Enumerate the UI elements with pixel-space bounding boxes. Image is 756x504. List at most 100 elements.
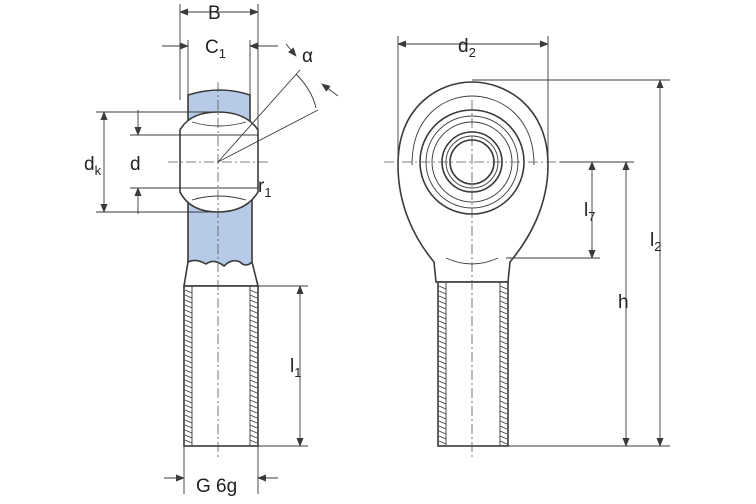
thread-tick <box>184 379 193 384</box>
thread-tick <box>249 409 258 414</box>
thread-tick <box>438 305 447 310</box>
thread-tick <box>438 300 447 305</box>
thread-tick <box>438 395 447 400</box>
thread-tick <box>499 345 508 350</box>
thread-tick <box>499 315 508 320</box>
thread-tick <box>499 300 508 305</box>
thread-tick <box>249 324 258 329</box>
thread-tick <box>184 354 193 359</box>
label-l7: l7 <box>584 200 595 224</box>
thread-tick <box>249 369 258 374</box>
thread-tick <box>249 364 258 369</box>
thread-tick <box>184 299 193 304</box>
thread-tick <box>249 304 258 309</box>
thread-tick <box>184 334 193 339</box>
housing-front-outline <box>397 81 549 283</box>
label-dk: dk <box>84 154 102 178</box>
thread-tick <box>499 330 508 335</box>
thread-tick <box>184 329 193 334</box>
thread-tick <box>438 315 447 320</box>
thread-tick <box>438 295 447 300</box>
thread-tick <box>438 360 447 365</box>
thread-tick <box>499 395 508 400</box>
thread-tick <box>438 365 447 370</box>
label-h: h <box>618 292 629 313</box>
thread-tick <box>249 309 258 314</box>
threaded-shank-front <box>437 281 509 447</box>
thread-tick <box>249 359 258 364</box>
thread-tick <box>438 355 447 360</box>
thread-tick <box>438 345 447 350</box>
thread-tick <box>499 355 508 360</box>
thread-tick <box>499 370 508 375</box>
thread-tick <box>438 340 447 345</box>
label-alpha: α <box>302 46 313 67</box>
thread-tick <box>499 425 508 430</box>
thread-tick <box>499 340 508 345</box>
thread-tick <box>499 350 508 355</box>
thread-tick <box>499 390 508 395</box>
thread-tick <box>184 364 193 369</box>
thread-tick <box>249 299 258 304</box>
thread-tick <box>249 394 258 399</box>
thread-tick <box>499 325 508 330</box>
thread-tick <box>249 314 258 319</box>
thread-tick <box>249 289 258 294</box>
thread-tick <box>438 415 447 420</box>
thread-tick <box>184 434 193 439</box>
thread-tick <box>499 385 508 390</box>
thread-tick <box>184 369 193 374</box>
thread-tick <box>249 389 258 394</box>
thread-tick <box>499 400 508 405</box>
thread-tick <box>249 424 258 429</box>
thread-tick <box>438 325 447 330</box>
thread-tick <box>249 399 258 404</box>
thread-tick <box>438 285 447 290</box>
front-view <box>384 36 670 460</box>
thread-tick <box>438 425 447 430</box>
thread-tick <box>499 375 508 380</box>
thread-tick <box>184 339 193 344</box>
thread-tick <box>184 389 193 394</box>
label-l1: l1 <box>290 356 301 380</box>
thread-tick <box>499 310 508 315</box>
thread-tick <box>184 374 193 379</box>
thread-tick <box>438 420 447 425</box>
thread-tick <box>249 319 258 324</box>
thread-tick <box>184 414 193 419</box>
thread-tick <box>438 330 447 335</box>
thread-tick <box>249 354 258 359</box>
thread-pattern <box>184 289 258 444</box>
thread-tick <box>499 360 508 365</box>
thread-tick <box>438 435 447 440</box>
thread-tick <box>184 424 193 429</box>
thread-tick <box>499 430 508 435</box>
thread-tick <box>499 380 508 385</box>
thread-tick <box>184 404 193 409</box>
thread-tick <box>249 344 258 349</box>
thread-tick <box>438 380 447 385</box>
thread-tick <box>499 305 508 310</box>
thread-tick <box>184 394 193 399</box>
thread-tick <box>438 385 447 390</box>
label-l2: l2 <box>650 230 661 254</box>
side-view <box>96 4 339 494</box>
thread-tick <box>184 409 193 414</box>
thread-tick <box>499 320 508 325</box>
thread-tick <box>249 329 258 334</box>
thread-tick <box>499 365 508 370</box>
thread-tick <box>249 404 258 409</box>
thread-tick <box>184 349 193 354</box>
thread-tick <box>438 405 447 410</box>
thread-pattern <box>438 285 508 445</box>
thread-tick <box>499 410 508 415</box>
thread-tick <box>184 289 193 294</box>
thread-tick <box>499 420 508 425</box>
thread-tick <box>249 419 258 424</box>
thread-tick <box>249 349 258 354</box>
thread-tick <box>184 439 193 444</box>
thread-tick <box>438 320 447 325</box>
thread-tick <box>184 294 193 299</box>
thread-tick <box>184 319 193 324</box>
